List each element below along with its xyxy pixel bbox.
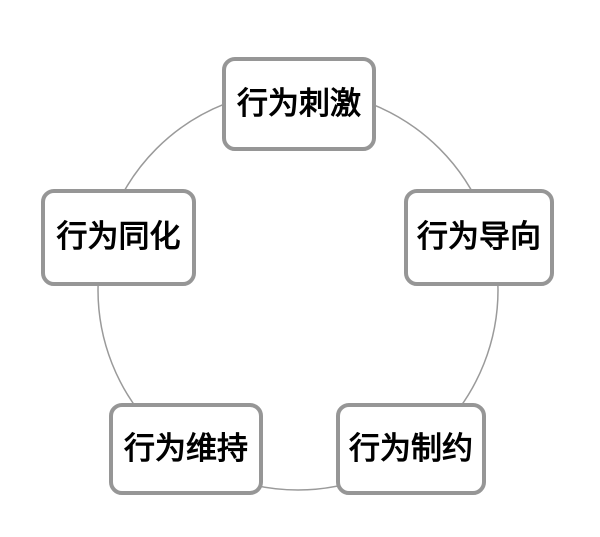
cycle-node-top[interactable]: 行为刺激 (222, 57, 376, 151)
cycle-node-label: 行为同化 (56, 219, 181, 255)
cycle-node-label: 行为制约 (349, 430, 473, 467)
cycle-node-upper-left[interactable]: 行为同化 (41, 189, 196, 286)
cycle-node-lower-right[interactable]: 行为制约 (336, 403, 486, 495)
cycle-node-upper-right[interactable]: 行为导向 (404, 189, 554, 286)
cycle-node-label: 行为维持 (124, 430, 248, 467)
cycle-node-lower-left[interactable]: 行为维持 (109, 403, 263, 495)
cycle-node-label: 行为导向 (417, 219, 541, 255)
cycle-node-label: 行为刺激 (237, 85, 361, 122)
